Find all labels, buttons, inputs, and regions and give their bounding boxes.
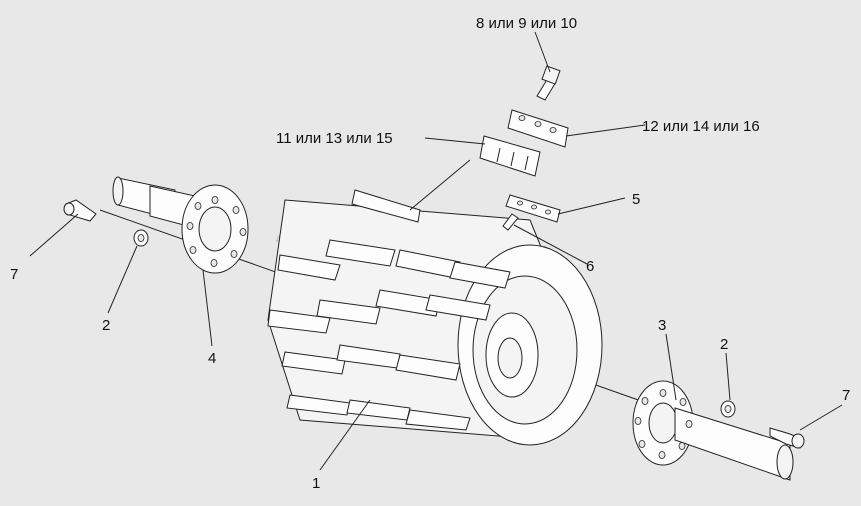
callout-1: 1 — [312, 475, 320, 492]
callout-2-right: 2 — [720, 336, 728, 353]
callout-7-right: 7 — [842, 387, 850, 404]
callout-7-left: 7 — [10, 266, 18, 283]
callout-5: 5 — [632, 191, 640, 208]
right-washer — [720, 400, 736, 418]
callout-12-14-16: 12 или 14 или 16 — [642, 118, 760, 135]
callout-4: 4 — [208, 350, 216, 367]
small-bolt-6 — [502, 213, 519, 231]
top-bolt — [536, 65, 561, 101]
plate-11-13-15 — [479, 135, 541, 177]
leader-lines — [29, 31, 843, 471]
right-bolt — [769, 427, 805, 449]
drum-body — [267, 189, 603, 446]
left-bolt — [63, 199, 97, 222]
callout-8-9-10: 8 или 9 или 10 — [476, 15, 577, 32]
plate-12-14-16 — [507, 109, 569, 148]
callout-3: 3 — [658, 317, 666, 334]
left-washer — [133, 229, 149, 247]
left-shaft-flange — [112, 176, 249, 274]
callout-11-13-15: 11 или 13 или 15 — [276, 130, 393, 147]
callout-6: 6 — [586, 258, 594, 275]
right-shaft-flange — [632, 380, 794, 481]
callout-2-left: 2 — [102, 317, 110, 334]
plate-5 — [505, 194, 561, 223]
